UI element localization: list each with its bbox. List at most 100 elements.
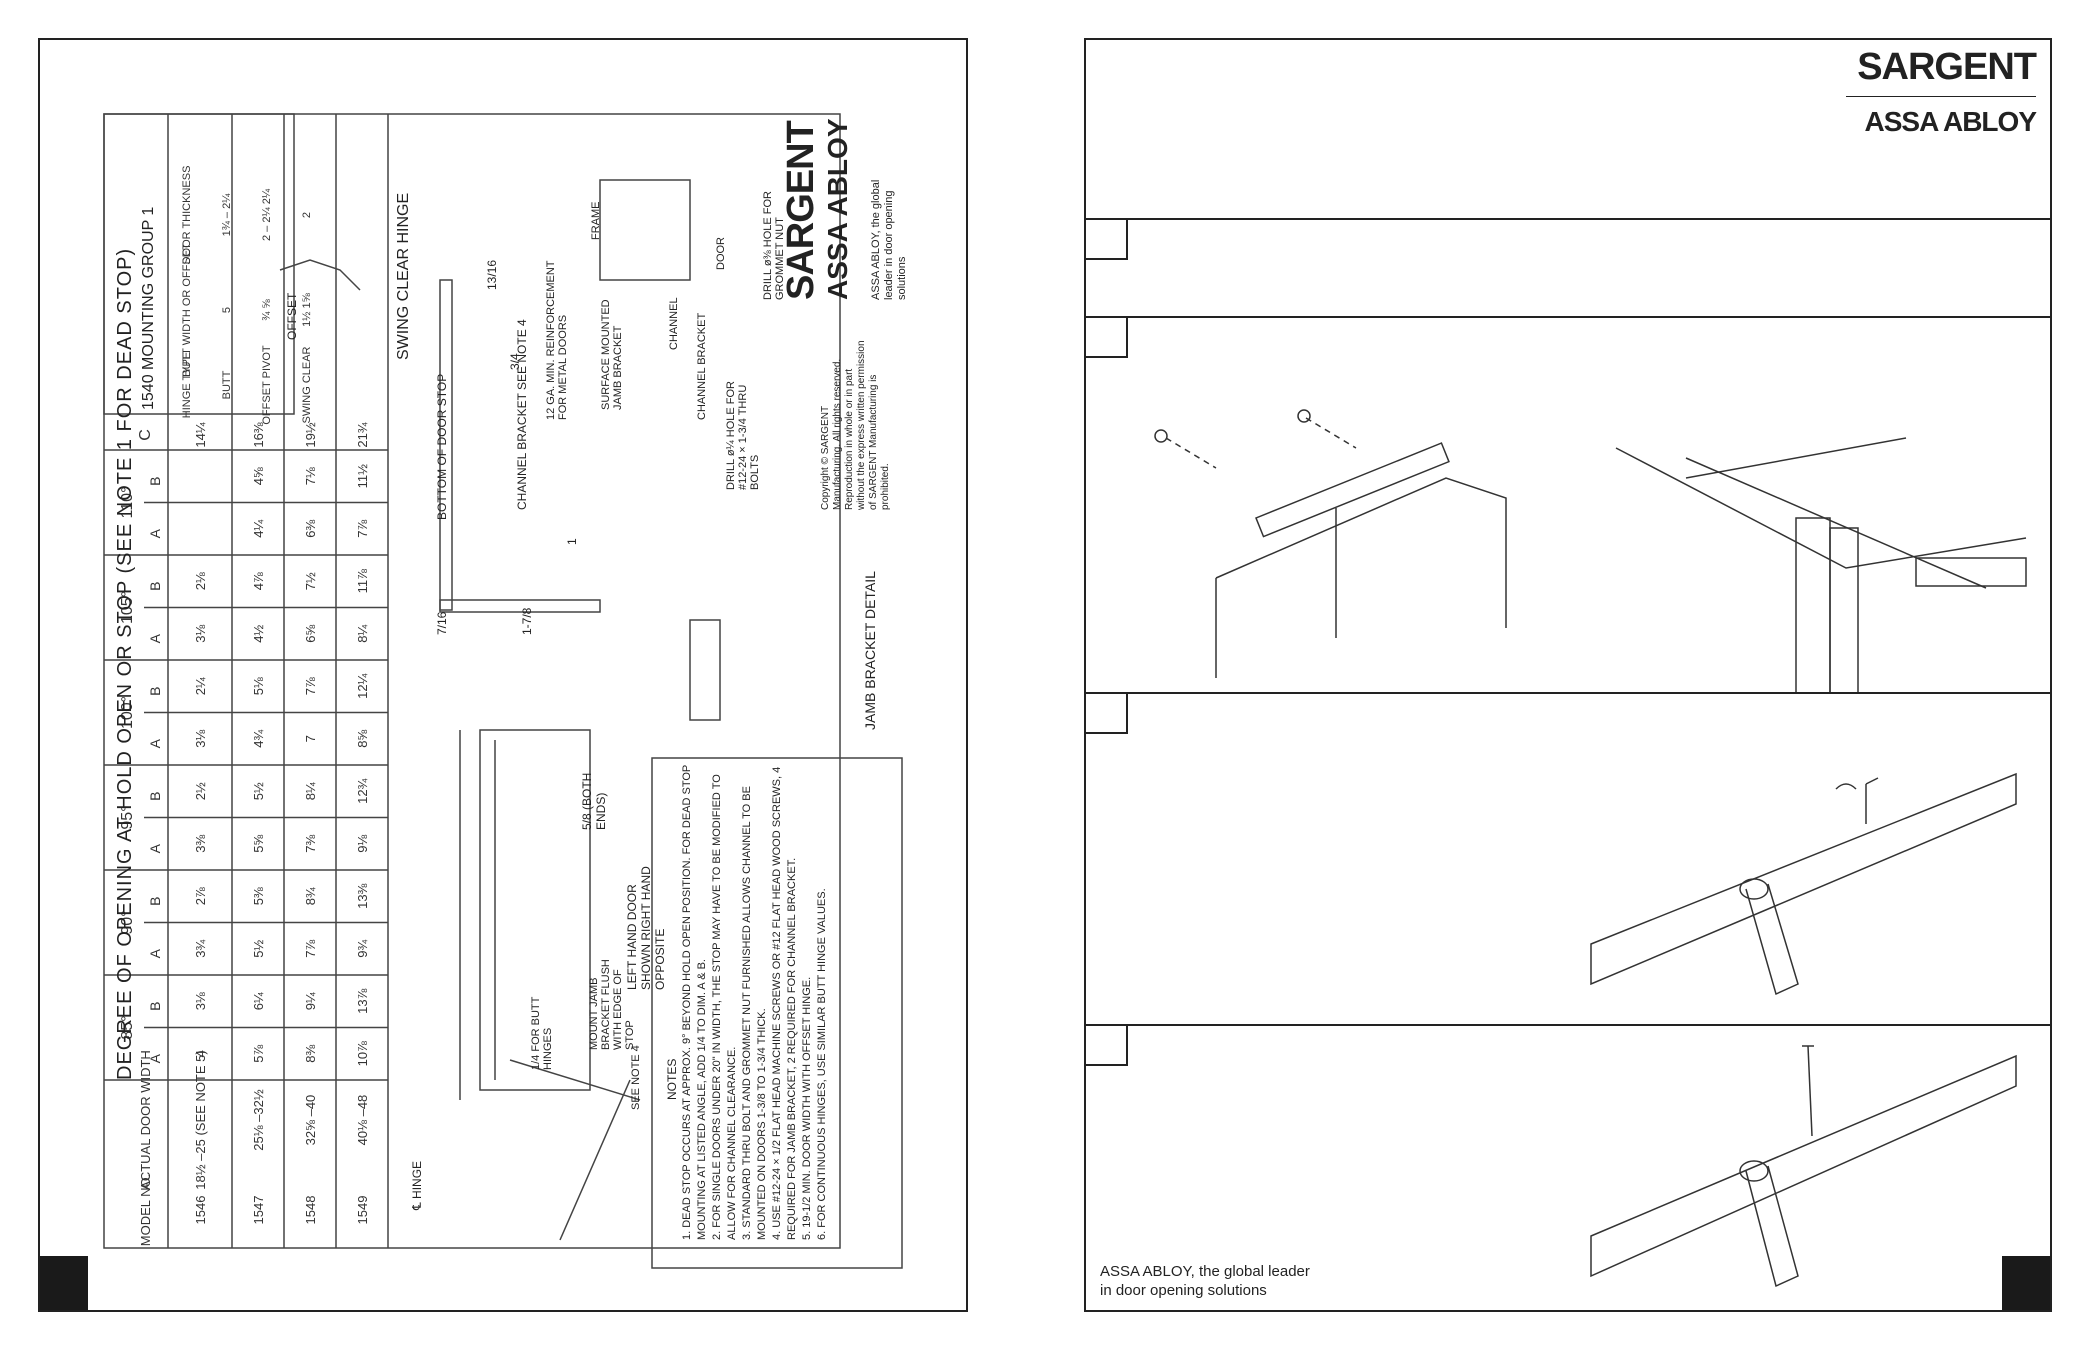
mounting-cell: 2 (301, 212, 313, 218)
table-cell: 40⅛ –48 (355, 1095, 370, 1146)
note-item: 6. FOR CONTINUOUS HINGES, USE SIMILAR BU… (816, 888, 828, 1240)
table-cell: 4⅞ (251, 572, 266, 590)
table-cell: 6¼ (251, 992, 266, 1010)
table-cell: 4¾ (251, 730, 266, 748)
step-section-2 (1086, 316, 2050, 694)
note-item: 5. 19-1/2 MIN. DOOR WIDTH WITH OFFSET HI… (801, 976, 813, 1240)
note-item: 1. DEAD STOP OCCURS AT APPROX. 9° BEYOND… (681, 764, 708, 1240)
ab-header: A (147, 738, 163, 748)
mounting-header: HINGE TYPE (181, 352, 193, 418)
step-3-illustration (1590, 772, 2017, 996)
table-cell: 7 (303, 735, 318, 742)
table-cell: 8⅝ (355, 730, 370, 748)
table-cell: 5⅛ (251, 677, 266, 695)
frame-label: FRAME (590, 201, 602, 241)
table-cell: 25⅛ –32½ (251, 1089, 266, 1151)
table-cell: 5⅜ (251, 887, 266, 905)
table-cell: 1548 (303, 1196, 318, 1225)
table-cell: 32⅝ –40 (303, 1095, 318, 1146)
gauge-note: 12 GA. MIN. REINFORCEMENT FOR METAL DOOR… (545, 260, 569, 420)
table-cell: 1547 (251, 1196, 266, 1225)
mounting-cell: 1¾ – 2¼ (221, 193, 233, 237)
table-cell: 7⅞ (303, 940, 318, 958)
table-cell: 4¼ (251, 520, 266, 538)
ab-header: B (147, 582, 163, 591)
table-cell: 7⅞ (303, 677, 318, 695)
channel-bracket-label: CHANNEL BRACKET (696, 312, 708, 420)
table-cell: 8¾ (303, 887, 318, 905)
step-2-illustration (1154, 409, 2027, 694)
table-cell: 19½ (303, 422, 318, 447)
offset-label: OFFSET (285, 292, 299, 340)
note-item: 4. USE #12-24 × 1/2 FLAT HEAD MACHINE SC… (771, 766, 798, 1240)
table-cell: 18½ –25 (SEE NOTE 5) (193, 1050, 208, 1189)
step-tab-1 (1086, 220, 1128, 260)
table-title: DEGREE OF OPENING AT HOLD OPEN OR STOP (… (114, 247, 136, 1080)
table-cell: 6⅜ (303, 520, 318, 538)
ab-header: A (147, 1053, 163, 1063)
mounting-header: DOOR THICKNESS (181, 166, 193, 265)
step-tab-4 (1086, 1026, 1128, 1066)
template-page-right: SARGENT ASSA ABLOY (1084, 38, 2052, 1312)
table-cell: 5⅞ (251, 1045, 266, 1063)
step-tab-2 (1086, 318, 1128, 358)
table-cell: 5½ (251, 782, 266, 800)
table-cell: 4½ (251, 625, 266, 643)
table-cell: 9⅛ (355, 835, 370, 853)
channel-bracket-note: CHANNEL BRACKET SEE NOTE 4 (515, 319, 529, 510)
notes-title: NOTES (665, 1058, 679, 1100)
table-cell: 6⅝ (303, 625, 318, 643)
copyright-left: Copyright © SARGENT Manufacturing. All r… (820, 340, 891, 510)
swing-clear-label: SWING CLEAR HINGE (395, 192, 412, 360)
table-cell: 1546 (193, 1196, 208, 1225)
footer-line-2: in door opening solutions (1100, 1282, 1267, 1299)
tagline-left: ASSA ABLOY, the global leader in door op… (870, 179, 908, 300)
step-section-3 (1086, 692, 2050, 1026)
bottom-of-door-stop-label: BOTTOM OF DOOR STOP (435, 373, 449, 520)
degree-header: 85° (119, 1015, 136, 1039)
table-cell: 7½ (303, 572, 318, 590)
brand-sargent-left: SARGENT (780, 121, 822, 300)
degree-header: 110° (119, 487, 136, 519)
model-header: MODEL NO. (138, 1174, 153, 1246)
drill-1-note: DRILL ø¼ HOLE FOR #12-24 × 1-3/4 THRU BO… (725, 380, 761, 490)
table-cell: 16⅜ (251, 422, 266, 447)
table-cell: 7⅜ (303, 835, 318, 853)
table-cell: 10⅞ (355, 1041, 370, 1066)
mounting-cell: BUTT (221, 370, 233, 399)
mounting-header: BUTT WIDTH OR OFFSET (181, 243, 193, 377)
ab-header: B (147, 897, 163, 906)
step-section-4 (1086, 1024, 2050, 1312)
mounting-cell: OFFSET PIVOT (261, 345, 273, 425)
mounting-cell: 1½ 1⅝ (301, 292, 313, 326)
table-cell: 21¾ (355, 422, 370, 447)
ab-header: B (147, 477, 163, 486)
surface-mounted-label: SURFACE MOUNTED JAMB BRACKET (600, 299, 624, 410)
table-cell: 9¼ (303, 992, 318, 1010)
dim-1-7-8: 1-7/8 (520, 607, 534, 635)
footer-line-1: ASSA ABLOY, the global leader (1100, 1263, 1310, 1280)
ab-header: A (147, 948, 163, 958)
table-cell: 2⅞ (193, 887, 208, 905)
dim-7-16: 7/16 (435, 611, 449, 635)
hinge-label: ℄ HINGE (410, 1160, 424, 1210)
step-4-illustration (1590, 1045, 2017, 1288)
c-header: C (137, 429, 154, 441)
ab-header: B (147, 687, 163, 696)
table-cell: 8⅜ (303, 1045, 318, 1063)
table-cell: 13⅜ (355, 883, 370, 908)
mounting-cell: SWING CLEAR (301, 346, 313, 423)
note-item: 2. FOR SINGLE DOORS UNDER 20" IN WIDTH, … (711, 774, 738, 1240)
table-cell: 12¾ (355, 778, 370, 803)
dim-1: 1 (565, 538, 579, 545)
table-cell: 2½ (193, 782, 208, 800)
mounting-cell: ¾ ⅝ (261, 298, 273, 320)
table-cell: 3⅛ (193, 625, 208, 643)
table-cell: 4⅝ (251, 467, 266, 485)
table-cell: 14¼ (193, 422, 208, 447)
note-item: 3. STANDARD THRU BOLT AND GROMMET NUT FU… (741, 786, 768, 1240)
table-cell: 5⅝ (251, 835, 266, 853)
table-cell: 3¾ (193, 940, 208, 958)
